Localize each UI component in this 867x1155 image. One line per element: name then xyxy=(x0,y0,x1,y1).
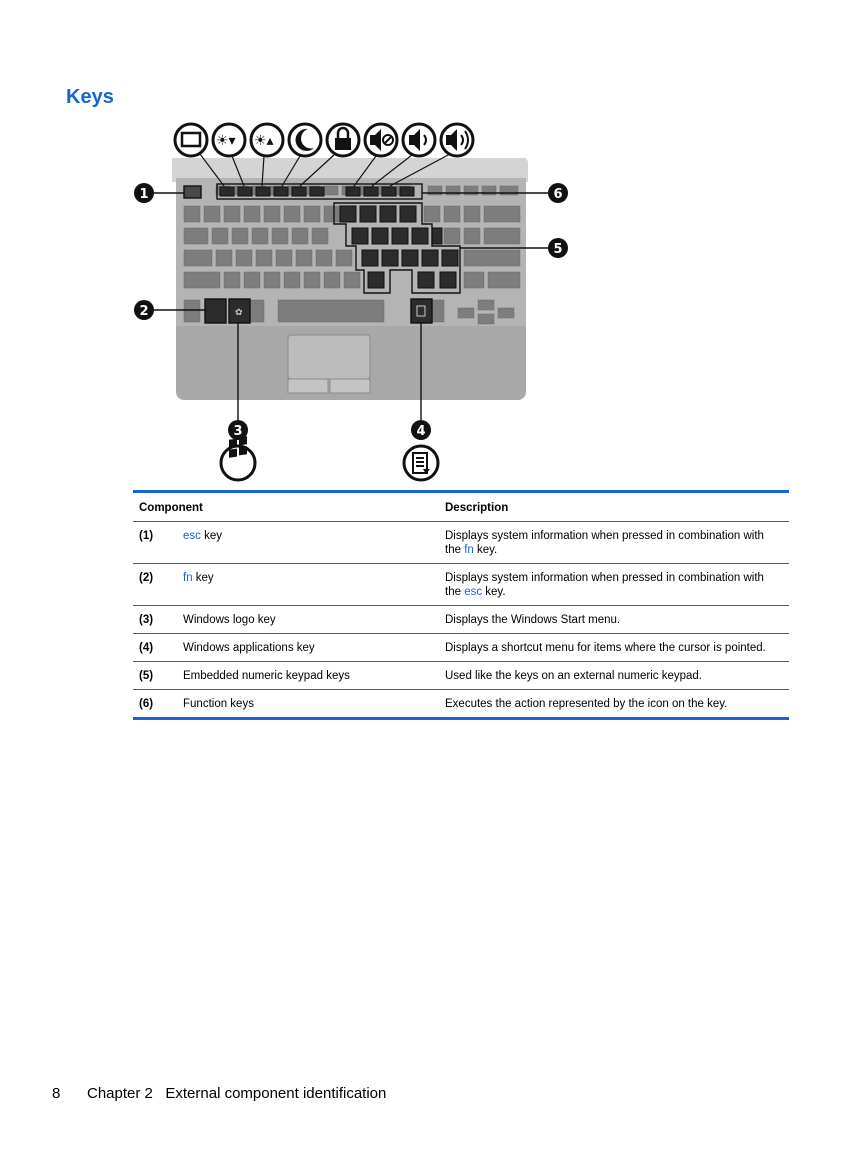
touchpad xyxy=(287,334,371,380)
svg-text:6: 6 xyxy=(553,187,562,202)
callout-5: 5 xyxy=(548,238,568,258)
row-description: Displays system information when pressed… xyxy=(439,563,789,606)
row-component: Windows logo key xyxy=(177,605,439,634)
description-text: Displays system information when pressed… xyxy=(445,530,764,556)
row-description: Displays a shortcut menu for items where… xyxy=(439,633,789,662)
description-text: Displays system information when pressed… xyxy=(445,572,764,598)
description-end: key. xyxy=(473,544,498,556)
table-row: (6) Function keys Executes the action re… xyxy=(133,690,789,719)
callout-1: 1 xyxy=(134,183,154,203)
page-number: 8 xyxy=(52,1085,61,1102)
header-component: Component xyxy=(133,491,439,522)
callout-6: 6 xyxy=(548,183,568,203)
svg-text:✿: ✿ xyxy=(235,308,243,318)
svg-text:4: 4 xyxy=(416,424,425,439)
table-row: (3) Windows logo key Displays the Window… xyxy=(133,605,789,634)
callout-2: 2 xyxy=(134,300,154,320)
svg-text:5: 5 xyxy=(553,242,562,257)
row-component: fn key xyxy=(177,563,439,606)
sleep-moon-icon xyxy=(287,122,323,158)
table-row: (4) Windows applications key Displays a … xyxy=(133,633,789,662)
callout-3: 3 xyxy=(228,420,248,440)
table-row: (5) Embedded numeric keypad keys Used li… xyxy=(133,661,789,690)
row-description: Displays the Windows Start menu. xyxy=(439,605,789,634)
row-description: Displays system information when pressed… xyxy=(439,521,789,564)
table-row: (2) fn key Displays system information w… xyxy=(133,563,789,606)
svg-text:3: 3 xyxy=(233,424,242,439)
row-number: (5) xyxy=(133,661,177,690)
row-component: Windows applications key xyxy=(177,633,439,662)
applications-menu-icon xyxy=(402,444,440,482)
fn-keyword: fn xyxy=(183,572,193,584)
lock-icon xyxy=(325,122,361,158)
component-text: key xyxy=(192,572,214,584)
volume-down-icon xyxy=(401,122,437,158)
row-number: (6) xyxy=(139,698,154,710)
volume-up-icon xyxy=(439,122,475,158)
row-description: Used like the keys on an external numeri… xyxy=(439,661,789,690)
esc-keyword: esc xyxy=(183,530,201,542)
row-component: Function keys xyxy=(183,698,254,710)
svg-text:☀▾: ☀▾ xyxy=(216,133,236,149)
svg-text:2: 2 xyxy=(139,304,148,319)
page-footer: 8 Chapter 2 External component identifica… xyxy=(52,1085,386,1102)
row-number: (1) xyxy=(133,521,177,564)
row-number: (2) xyxy=(133,563,177,606)
header-description: Description xyxy=(439,491,789,522)
description-end: key. xyxy=(482,586,506,598)
row-number: (4) xyxy=(133,633,177,662)
esc-keyword: esc xyxy=(464,586,483,598)
windows-logo-icon xyxy=(219,436,257,482)
fn-keyword: fn xyxy=(464,544,474,556)
mute-icon xyxy=(363,122,399,158)
row-component: Embedded numeric keypad keys xyxy=(177,661,439,690)
row-number: (3) xyxy=(133,605,177,634)
svg-text:1: 1 xyxy=(139,187,148,202)
keyboard-figure: ✿ ☀▾ ☀▴ xyxy=(128,120,576,486)
table-header-row: Component Description xyxy=(133,491,789,522)
row-component: esc key xyxy=(177,521,439,564)
display-switch-icon xyxy=(173,122,209,158)
callout-4: 4 xyxy=(411,420,431,440)
brightness-down-icon: ☀▾ xyxy=(211,122,247,158)
components-table: Component Description (1) esc key Displa… xyxy=(133,490,789,720)
brightness-up-icon: ☀▴ xyxy=(249,122,285,158)
svg-text:☀▴: ☀▴ xyxy=(254,133,274,149)
chapter-title: Chapter 2 External component identificat… xyxy=(87,1085,387,1102)
section-heading: Keys xyxy=(66,86,114,108)
components-table-wrap: Component Description (1) esc key Displa… xyxy=(133,490,789,720)
row-description: Executes the action represented by the i… xyxy=(445,698,728,710)
component-text: key xyxy=(200,530,222,542)
table-row: (1) esc key Displays system information … xyxy=(133,521,789,564)
